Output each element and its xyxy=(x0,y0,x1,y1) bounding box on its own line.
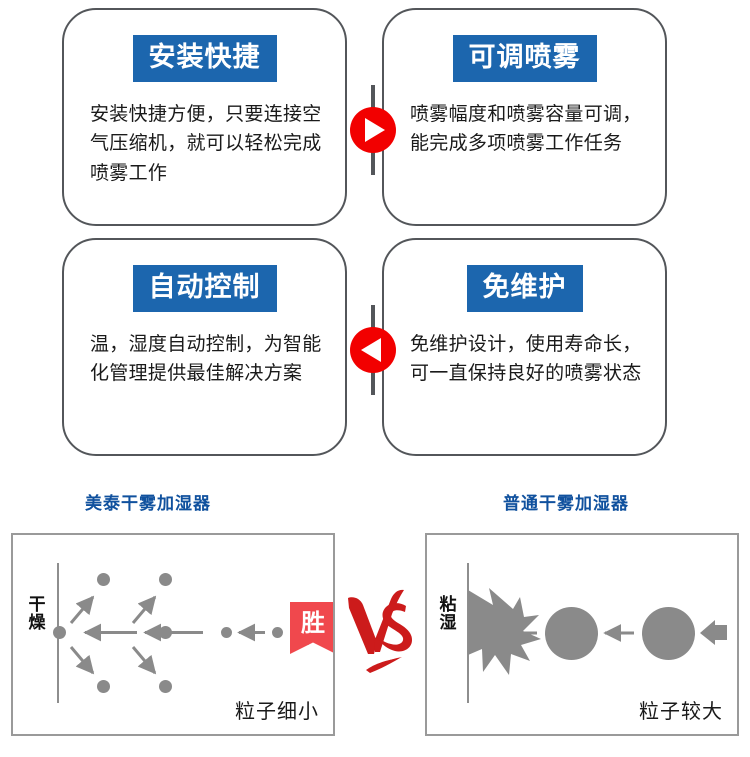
feature-card-auto-control[interactable]: 自动控制 温，湿度自动控制，为智能化管理提供最佳解决方案 xyxy=(62,238,347,456)
particle xyxy=(159,573,172,586)
feature-card-install-fast[interactable]: 安装快捷 安装快捷方便，只要连接空气压缩机，就可以轻松完成喷雾工作 xyxy=(62,8,347,226)
vs-icon xyxy=(344,580,418,676)
feature-card-adjustable-spray[interactable]: 可调喷雾 喷雾幅度和喷雾容量可调，能完成多项喷雾工作任务 xyxy=(382,8,667,226)
comparison-title-left: 美泰干雾加湿器 xyxy=(85,494,211,514)
wall-label-left: 干燥 xyxy=(28,595,46,633)
comparison-section: 美泰干雾加湿器 普通干雾加湿器 干燥 xyxy=(0,468,750,757)
particle xyxy=(272,627,283,638)
particle xyxy=(97,680,110,693)
corner-label-right: 粒子较大 xyxy=(639,699,723,723)
corner-label-left: 粒子细小 xyxy=(235,699,319,723)
feature-card-body: 温，湿度自动控制，为智能化管理提供最佳解决方案 xyxy=(90,333,322,385)
triangle-right-glyph xyxy=(365,118,385,142)
triangle-left-glyph xyxy=(361,338,381,362)
particle xyxy=(221,627,232,638)
diagram-box-left: 干燥 粒子细小 xyxy=(11,533,335,736)
particle xyxy=(97,573,110,586)
particle xyxy=(53,626,66,639)
diagram-box-right: 粘湿 粒子较大 xyxy=(425,533,739,736)
feature-card-maintenance-free[interactable]: 免维护 免维护设计，使用寿命长，可一直保持良好的喷雾状态 xyxy=(382,238,667,456)
large-particle xyxy=(545,607,598,660)
flow-arrows-right xyxy=(468,588,727,675)
large-particle xyxy=(642,607,695,660)
wall-label-right: 粘湿 xyxy=(439,595,457,633)
feature-card-body: 喷雾幅度和喷雾容量可调，能完成多项喷雾工作任务 xyxy=(410,103,642,155)
particle xyxy=(159,680,172,693)
play-left-icon xyxy=(350,327,396,373)
feature-card-title: 安装快捷 xyxy=(132,35,277,82)
feature-card-body: 安装快捷方便，只要连接空气压缩机，就可以轻松完成喷雾工作 xyxy=(90,103,322,184)
play-right-icon xyxy=(350,107,396,153)
comparison-title-right: 普通干雾加湿器 xyxy=(503,494,629,514)
feature-card-title: 自动控制 xyxy=(132,265,277,312)
feature-card-title: 可调喷雾 xyxy=(452,35,597,82)
feature-grid: 安装快捷 安装快捷方便，只要连接空气压缩机，就可以轻松完成喷雾工作 可调喷雾 喷… xyxy=(62,8,667,456)
feature-card-body: 免维护设计，使用寿命长，可一直保持良好的喷雾状态 xyxy=(410,333,642,385)
feature-card-title: 免维护 xyxy=(466,265,583,312)
